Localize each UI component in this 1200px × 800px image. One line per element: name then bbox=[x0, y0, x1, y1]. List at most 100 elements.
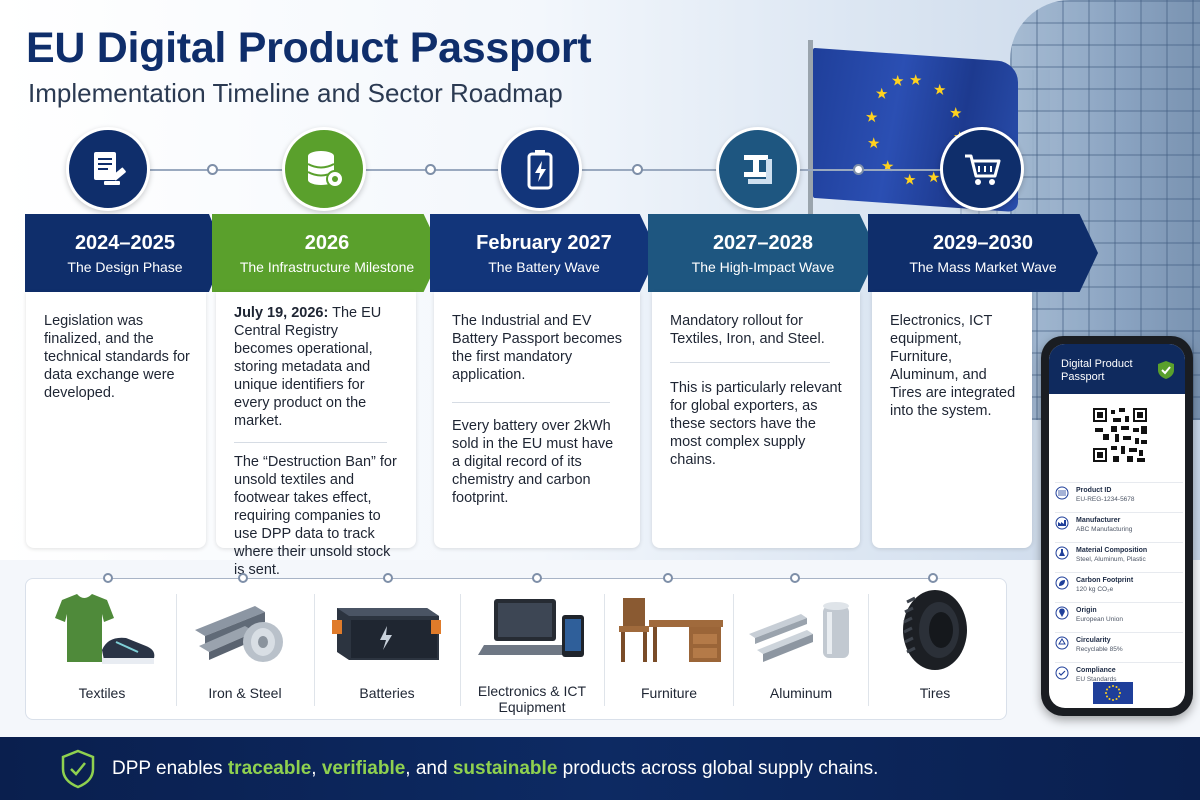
phase-header-high-impact: 2027–2028 The High-Impact Wave bbox=[648, 214, 878, 292]
page-title: EU Digital Product Passport bbox=[26, 24, 592, 72]
timeline-dot bbox=[425, 164, 436, 175]
sector-batteries: Batteries bbox=[318, 585, 456, 715]
sector-aluminum: Aluminum bbox=[738, 585, 864, 715]
flagpole bbox=[808, 40, 813, 370]
flask-icon bbox=[1055, 546, 1069, 560]
phase-name: The Battery Wave bbox=[488, 258, 600, 275]
phase-year: 2029–2030 bbox=[932, 231, 1034, 254]
sector-tires: Tires bbox=[870, 585, 1000, 715]
sector-electronics: Electronics & ICT Equipment bbox=[462, 585, 602, 715]
footer-suffix: products across global supply chains. bbox=[557, 757, 879, 779]
phase-name: The Design Phase bbox=[67, 258, 183, 275]
passport-key: Product ID bbox=[1076, 487, 1112, 494]
passport-key: Manufacturer bbox=[1076, 517, 1121, 524]
card-text: The “Destruction Ban” for unsold textile… bbox=[234, 454, 397, 578]
phase-name: The High-Impact Wave bbox=[691, 258, 835, 275]
shopping-cart-icon bbox=[940, 127, 1024, 211]
phase-year: February 2027 bbox=[476, 231, 612, 254]
phase-name: The Infrastructure Milestone bbox=[239, 258, 415, 275]
phase-card-infrastructure: July 19, 2026: The EU Central Registry b… bbox=[216, 292, 416, 578]
card-text-span: The EU Central Registry becomes operatio… bbox=[234, 305, 382, 429]
phase-card-high-impact: Mandatory rollout for Textiles, Iron, an… bbox=[652, 292, 860, 548]
passport-key: Material Composition bbox=[1076, 547, 1148, 554]
leaf-icon bbox=[1055, 576, 1069, 590]
phase-card-mass-market: Electronics, ICT equipment, Furniture, A… bbox=[872, 292, 1032, 548]
barcode-icon bbox=[1055, 486, 1069, 500]
phase-header-battery: February 2027 The Battery Wave bbox=[430, 214, 658, 292]
shield-check-icon bbox=[60, 749, 96, 795]
laptop-phone-icon bbox=[462, 585, 602, 673]
footer-highlight: traceable bbox=[227, 757, 312, 779]
database-gear-icon bbox=[282, 127, 366, 211]
sector-divider bbox=[604, 594, 605, 706]
passport-key: Origin bbox=[1076, 607, 1097, 614]
passport-value: Recyclable 85% bbox=[1076, 646, 1123, 653]
phase-name: The Mass Market Wave bbox=[909, 258, 1057, 275]
sector-label: Aluminum bbox=[769, 685, 833, 701]
footer-banner: DPP enables traceable, verifiable, and s… bbox=[0, 737, 1200, 800]
card-divider bbox=[452, 402, 611, 403]
document-gavel-icon bbox=[66, 127, 150, 211]
timeline-dot bbox=[207, 164, 218, 175]
card-divider bbox=[670, 362, 831, 363]
tshirt-shoe-icon bbox=[32, 585, 172, 675]
sector-iron-steel: Iron & Steel bbox=[180, 585, 310, 715]
check-shield-icon bbox=[1055, 666, 1069, 680]
card-text: The Industrial and EV Battery Passport b… bbox=[452, 313, 623, 383]
eu-flag-icon bbox=[1093, 682, 1133, 704]
card-text: Mandatory rollout for Textiles, Iron, an… bbox=[670, 313, 825, 347]
phone-title: Digital Product Passport bbox=[1061, 358, 1133, 383]
sector-divider bbox=[868, 594, 869, 706]
passport-value: ABC Manufacturing bbox=[1076, 526, 1133, 533]
sector-label: Furniture bbox=[640, 685, 698, 701]
sector-divider bbox=[460, 594, 461, 706]
tire-icon bbox=[870, 585, 1000, 675]
passport-key: Compliance bbox=[1076, 667, 1116, 674]
card-text: Legislation was finalized, and the techn… bbox=[44, 313, 190, 401]
phase-header-design: 2024–2025 The Design Phase bbox=[25, 214, 225, 292]
phase-card-battery: The Industrial and EV Battery Passport b… bbox=[434, 292, 640, 548]
passport-value: Steel, Aluminum, Plastic bbox=[1076, 556, 1146, 563]
battery-pack-icon bbox=[318, 585, 456, 675]
sector-label: Batteries bbox=[359, 685, 415, 701]
passport-value: European Union bbox=[1076, 616, 1123, 623]
sectors-line bbox=[108, 578, 934, 579]
sector-dot bbox=[928, 573, 938, 583]
sector-divider bbox=[314, 594, 315, 706]
timeline-dot bbox=[632, 164, 643, 175]
card-divider bbox=[234, 442, 387, 443]
phase-year: 2024–2025 bbox=[74, 231, 176, 254]
sector-dot bbox=[663, 573, 673, 583]
footer-sep: , and bbox=[405, 757, 453, 779]
passport-key: Carbon Footprint bbox=[1076, 577, 1134, 584]
footer-prefix: DPP enables bbox=[112, 757, 228, 779]
card-text: This is particularly relevant for global… bbox=[670, 380, 842, 468]
recycle-icon bbox=[1055, 636, 1069, 650]
sector-furniture: Furniture bbox=[608, 585, 730, 715]
phase-year: 2027–2028 bbox=[712, 231, 814, 254]
steel-beams-icon bbox=[716, 127, 800, 211]
footer-highlight: verifiable bbox=[321, 757, 406, 779]
battery-icon bbox=[498, 127, 582, 211]
sector-label: Tires bbox=[919, 685, 951, 701]
sector-dot bbox=[532, 573, 542, 583]
footer-sep: , bbox=[311, 757, 322, 779]
card-lead: July 19, 2026: bbox=[234, 305, 329, 321]
phase-header-infrastructure: 2026 The Infrastructure Milestone bbox=[212, 214, 442, 292]
sector-label: Textiles bbox=[78, 685, 126, 701]
phase-year: 2026 bbox=[304, 231, 350, 254]
qr-code-icon bbox=[1091, 406, 1149, 464]
passport-row: Carbon Footprint 120 kg CO₂e bbox=[1055, 572, 1183, 602]
passport-value: 120 kg CO₂e bbox=[1076, 586, 1114, 593]
sector-dot bbox=[238, 573, 248, 583]
sector-dot bbox=[790, 573, 800, 583]
page-subtitle: Implementation Timeline and Sector Roadm… bbox=[28, 78, 563, 108]
timeline-dot bbox=[853, 164, 864, 175]
factory-icon bbox=[1055, 516, 1069, 530]
